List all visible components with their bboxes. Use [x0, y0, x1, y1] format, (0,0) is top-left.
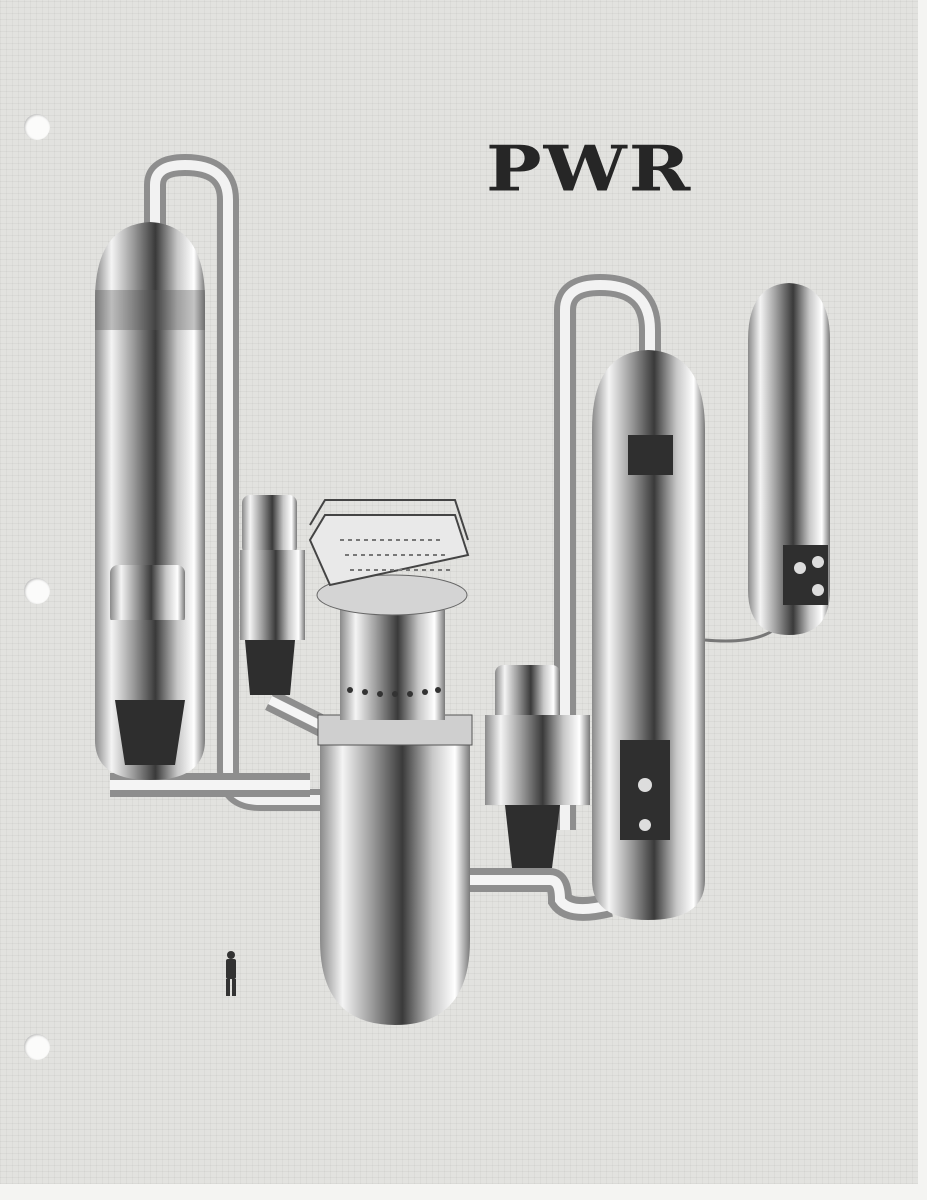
- right-steam-generator: [592, 350, 705, 920]
- reactor-pressure-vessel: [316, 574, 473, 1025]
- punch-hole: [24, 578, 50, 604]
- human-scale-figure: [226, 951, 236, 996]
- right-reactor-coolant-pump: [485, 665, 590, 868]
- punch-hole: [24, 114, 50, 140]
- left-reactor-coolant-pump-2: [240, 495, 305, 695]
- page-title: PWR: [486, 132, 693, 206]
- left-reactor-coolant-pump-1: [95, 565, 205, 765]
- brochure-page: PWR: [0, 0, 918, 1184]
- pressurizer: [748, 283, 830, 635]
- service-platform: [308, 499, 470, 587]
- punch-hole: [24, 1034, 50, 1060]
- right-hot-leg-pipe: [554, 273, 661, 830]
